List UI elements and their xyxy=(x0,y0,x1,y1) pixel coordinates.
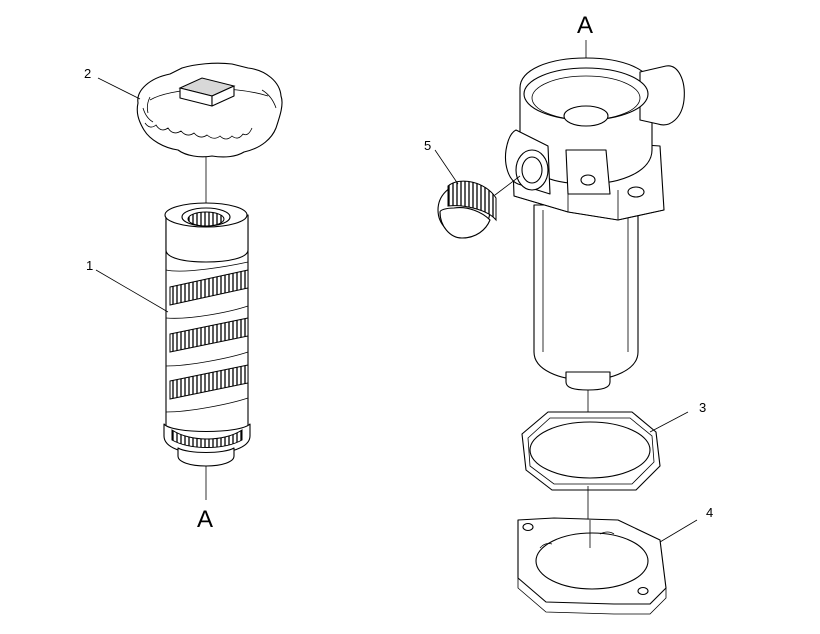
gasket-octagonal xyxy=(521,411,661,491)
leader-3 xyxy=(649,411,689,433)
port-plug xyxy=(437,180,497,239)
cap-wrench-boss-side xyxy=(211,85,235,107)
leader-2 xyxy=(97,77,141,100)
pleat-band xyxy=(169,317,249,353)
centerline-plug-to-port xyxy=(494,175,521,196)
view-marker-a-lower: A xyxy=(197,506,213,533)
gasket-mounting xyxy=(517,517,667,615)
inner-bore-threads xyxy=(187,211,225,227)
pleat-band xyxy=(169,269,249,306)
callout-1: 1 xyxy=(86,258,93,273)
filter-cap xyxy=(136,62,283,158)
callout-5: 5 xyxy=(424,138,431,153)
callout-2: 2 xyxy=(84,66,91,81)
pleat-band xyxy=(169,364,249,400)
bottom-pleat-ring xyxy=(171,429,243,448)
callout-3: 3 xyxy=(699,400,706,415)
leader-1 xyxy=(95,269,169,313)
leader-4 xyxy=(659,519,698,543)
view-marker-a-top: A xyxy=(577,12,593,39)
filter-element xyxy=(163,202,251,467)
filter-housing xyxy=(504,57,685,391)
leader-5 xyxy=(434,149,459,185)
callout-4: 4 xyxy=(706,505,713,520)
